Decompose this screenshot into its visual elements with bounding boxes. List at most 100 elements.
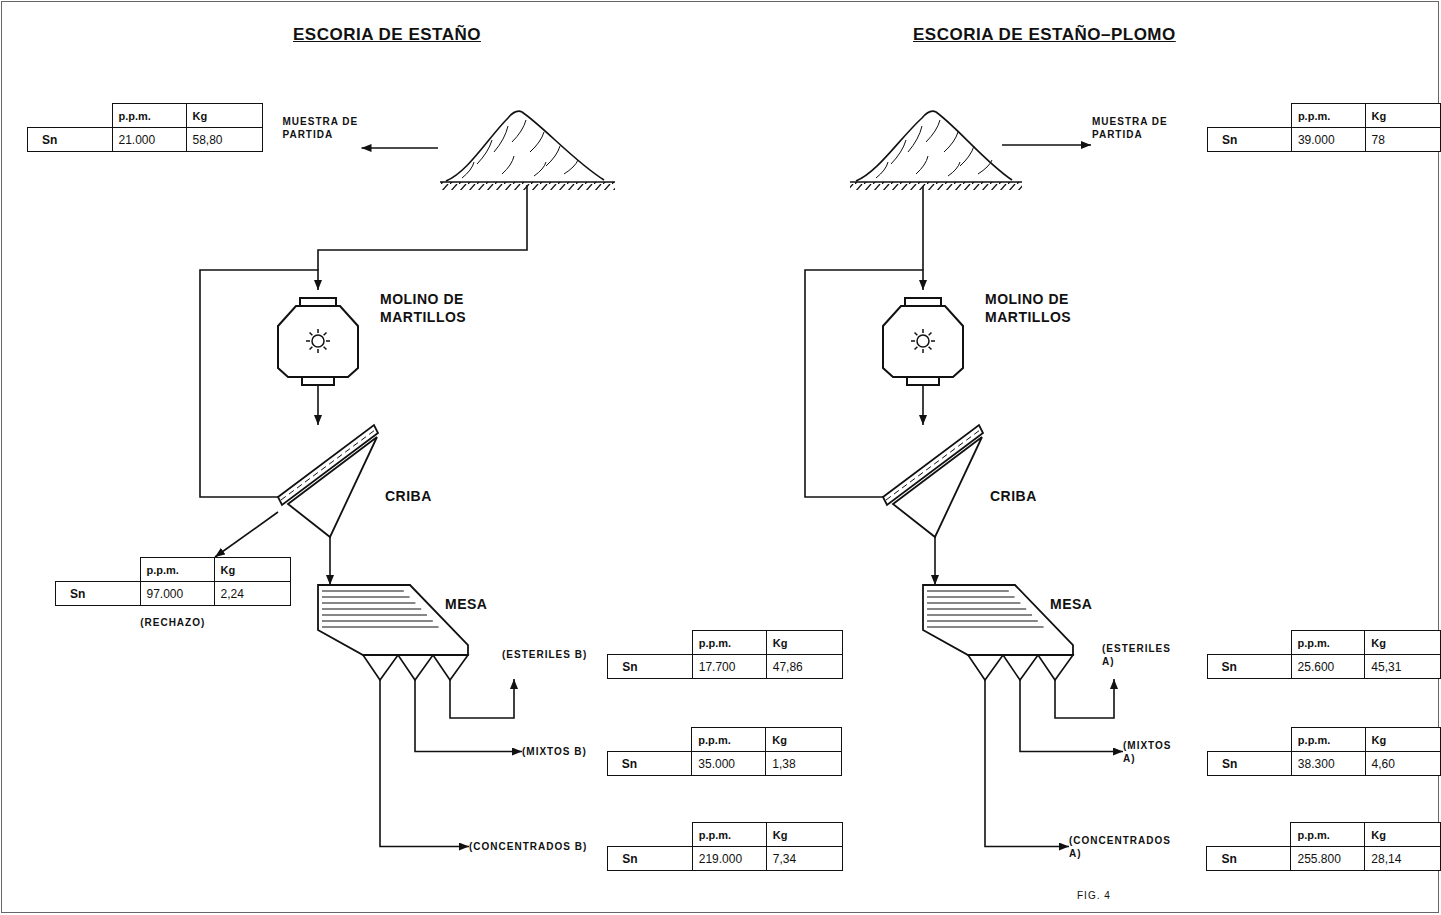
riffle (927, 614, 1032, 615)
hammer (310, 347, 313, 350)
flow-connector (415, 680, 522, 752)
pile-stroke (546, 146, 560, 166)
header-row: p.p.m.Kg (56, 558, 291, 582)
value-row: Sn17.70047,86 (608, 655, 843, 679)
pile-stroke (916, 156, 928, 174)
table-hopper (1038, 655, 1073, 680)
mill-body (883, 306, 963, 377)
element-cell: Sn (56, 582, 141, 606)
rotor-hub (312, 335, 324, 347)
value-cell: 28,14 (1365, 847, 1441, 871)
table-hopper (1003, 655, 1038, 680)
column-header: Kg (186, 104, 262, 128)
assay-grid: p.p.m.KgSn255.80028,14 (1206, 822, 1441, 871)
riffle (322, 590, 404, 591)
pile-texture (462, 120, 578, 178)
flow-connector (985, 680, 1069, 847)
ore-pile (850, 111, 1022, 190)
figure-number: FIG. 4 (1077, 890, 1111, 901)
riffle (927, 590, 1009, 591)
pile-stroke (908, 126, 922, 152)
value-row: Sn21.00058,80 (28, 128, 263, 152)
hammer (915, 347, 918, 350)
assay-table: p.p.m.KgSn21.00058,80MUESTRA DE PARTIDA (27, 103, 361, 152)
value-row: Sn219.0007,34 (608, 847, 843, 871)
flow-connector (450, 679, 514, 718)
riffle (927, 602, 1020, 603)
flow-connector (1020, 680, 1123, 752)
hammer (326, 340, 330, 342)
empty-cell (1208, 728, 1292, 752)
equipment-mesa: MESA (318, 585, 489, 680)
riffle (322, 602, 415, 603)
assay-grid: p.p.m.KgSn39.00078 (1207, 103, 1441, 152)
hammer (317, 329, 319, 333)
pile-outline (856, 111, 1012, 181)
flow-connector (380, 680, 469, 847)
screen-deck (278, 425, 378, 505)
ground-line (440, 181, 615, 183)
value-cell: 39.000 (1291, 128, 1365, 152)
hammer (922, 329, 924, 333)
table-hopper (398, 655, 433, 680)
value-cell: 78 (1365, 128, 1440, 152)
assay-grid: p.p.m.KgSn97.0002,24 (55, 557, 291, 606)
ground-line (850, 181, 1022, 183)
pile-stroke (477, 140, 492, 164)
pile-stroke (926, 120, 940, 142)
table-deck (923, 585, 1073, 655)
mill-body (278, 306, 358, 377)
feed-line (362, 147, 439, 149)
assay-table: p.p.m.KgSn97.0002,24(RECHAZO) (55, 557, 291, 629)
element-cell: Sn (1208, 128, 1292, 152)
value-cell: 255.800 (1291, 847, 1365, 871)
column-header: Kg (1365, 823, 1441, 847)
header-row: p.p.m.Kg (1208, 728, 1441, 752)
criba-symbol (883, 425, 983, 537)
flow-connector (329, 537, 331, 585)
column-header: p.p.m. (692, 728, 766, 752)
pile-stroke (948, 162, 960, 176)
value-cell: 1,38 (766, 752, 842, 776)
hammer (929, 347, 932, 350)
empty-cell (608, 823, 693, 847)
column-header: p.p.m. (1291, 823, 1365, 847)
assay-grid: p.p.m.KgSn219.0007,34 (607, 822, 843, 871)
hammer (911, 340, 915, 342)
pile-stroke (564, 160, 578, 174)
symbol-group (883, 298, 963, 385)
pile-stroke (891, 140, 906, 164)
value-cell: 38.300 (1291, 752, 1365, 776)
hammer (324, 347, 327, 350)
assay-grid: p.p.m.KgSn17.70047,86 (607, 630, 843, 679)
assay-grid: p.p.m.KgSn21.00058,80 (27, 103, 263, 152)
empty-cell (56, 558, 141, 582)
value-cell: 97.000 (140, 582, 214, 606)
value-row: Sn39.00078 (1208, 128, 1441, 152)
pile-stroke (978, 160, 992, 174)
screen-deck (883, 425, 983, 505)
pile-stroke (960, 146, 974, 166)
section-heading: ESCORIA DE ESTAÑO (293, 25, 481, 45)
assay-table: (CONCENTRADOS A)p.p.m.KgSn255.80028,14 (1069, 822, 1441, 871)
value-cell: 17.700 (692, 655, 766, 679)
header-row: p.p.m.Kg (607, 728, 842, 752)
assay-table: MUESTRA DE PARTIDA p.p.m.KgSn39.00078 (1092, 103, 1441, 152)
pile-stroke (530, 132, 544, 152)
riffle (927, 596, 1015, 597)
column-header: Kg (214, 558, 290, 582)
pile-texture (876, 120, 992, 178)
table-hopper (968, 655, 1003, 680)
value-cell: 58,80 (186, 128, 262, 152)
pile-outline (446, 111, 604, 181)
riffle (927, 608, 1026, 609)
stream-label: MUESTRA DE PARTIDA (1092, 115, 1187, 141)
empty-cell (607, 728, 692, 752)
value-cell: 45,31 (1365, 655, 1441, 679)
header-row: p.p.m.Kg (1207, 823, 1441, 847)
column-header: p.p.m. (692, 631, 766, 655)
value-cell: 4,60 (1365, 752, 1440, 776)
header-row: p.p.m.Kg (1208, 104, 1441, 128)
equipment-name: MOLINO DE MARTILLOS (380, 290, 505, 326)
